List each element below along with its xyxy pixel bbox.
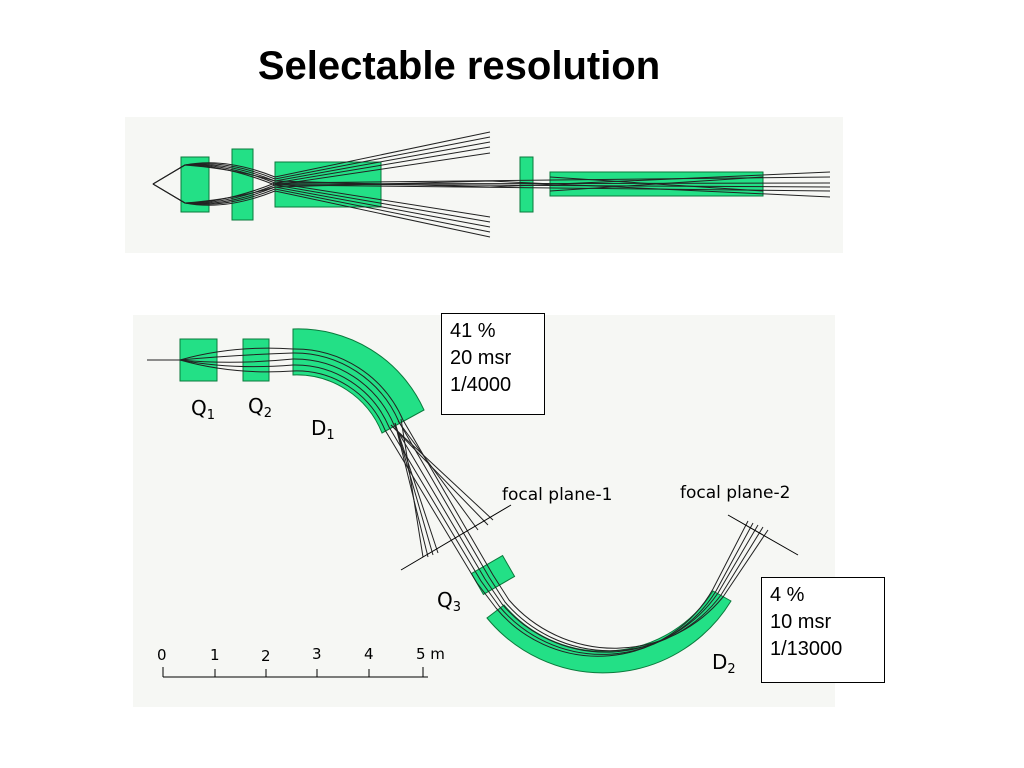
focal-plane-2-line <box>727 514 799 556</box>
scale-tick-label: 4 <box>364 645 374 663</box>
focal-plane-1-line <box>400 504 512 571</box>
focal-plane-2-label: focal plane-2 <box>680 483 791 503</box>
scale-bar <box>162 667 428 678</box>
scale-tick-label: 5 m <box>416 645 445 663</box>
scale-tick-label: 2 <box>261 647 271 665</box>
mode-1-solid-angle: 20 msr <box>450 347 512 369</box>
d2-label: D2 <box>712 650 736 677</box>
page-title: Selectable resolution <box>257 44 661 88</box>
d1-label: D1 <box>311 416 335 443</box>
bent-ray-bundle <box>147 347 769 657</box>
q3-magnet-linear <box>519 156 534 213</box>
mode-2-info-box: 4 % 10 msr 1/13000 <box>761 577 885 683</box>
mode-2-acceptance: 4 % <box>770 584 805 606</box>
q2-magnet <box>242 338 270 382</box>
focal-plane-1-label: focal plane-1 <box>502 485 613 505</box>
mode-2-solid-angle: 10 msr <box>770 611 832 633</box>
d2-magnet <box>486 590 732 674</box>
linear-ray-bundle <box>152 131 831 238</box>
scale-tick-label: 3 <box>312 645 322 663</box>
linear-layout-panel <box>125 117 843 253</box>
mode-1-info-box: 41 % 20 msr 1/4000 <box>441 313 545 415</box>
q1-label: Q1 <box>191 396 216 423</box>
scale-tick-label: 1 <box>210 646 220 664</box>
mode-1-resolution: 1/4000 <box>450 374 512 396</box>
mode-2-resolution: 1/13000 <box>770 638 843 660</box>
q2-magnet-linear <box>231 148 254 221</box>
scale-tick-label: 0 <box>157 646 167 664</box>
q2-label: Q2 <box>248 394 273 421</box>
mode-1-acceptance: 41 % <box>450 320 496 342</box>
q3-label: Q3 <box>437 588 462 615</box>
bent-layout-diagram <box>147 328 799 678</box>
q1-magnet <box>179 338 218 382</box>
linear-layout-diagram <box>152 131 831 238</box>
